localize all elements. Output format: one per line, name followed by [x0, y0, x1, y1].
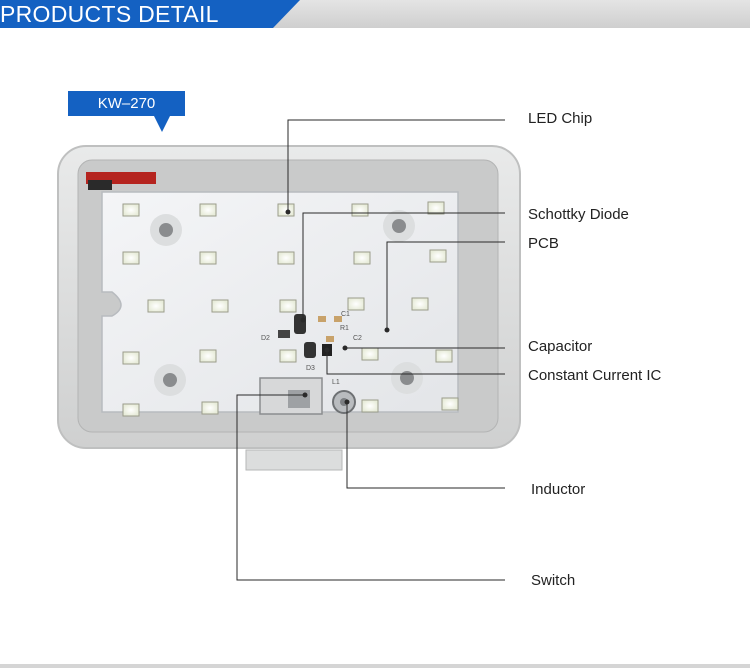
label-inductor: Inductor	[531, 481, 586, 498]
header-banner: PRODUCTS DETAIL	[0, 0, 750, 28]
leader-schottky-diode	[302, 212, 505, 320]
leader-inductor	[346, 402, 505, 489]
mounting-screws	[150, 210, 423, 396]
wire-black	[88, 180, 112, 190]
leader-pcb	[386, 241, 505, 330]
model-tag: KW–270	[68, 91, 185, 116]
switch-foot	[245, 449, 343, 471]
footer-divider	[0, 664, 750, 668]
silk-l1: L1	[332, 379, 340, 386]
silk-r1: R1	[340, 325, 349, 332]
silk-d2: D2	[261, 335, 270, 342]
silk-d3: D3	[306, 365, 315, 372]
label-switch: Switch	[531, 572, 576, 589]
silk-c1: C1	[341, 311, 350, 318]
header-blue-tab	[0, 0, 300, 28]
label-schottky-diode: Schottky Diode	[528, 206, 629, 223]
silk-c2: C2	[353, 335, 362, 342]
page-title: PRODUCTS DETAIL	[0, 1, 219, 27]
label-led-chip: LED Chip	[528, 110, 593, 127]
label-constant-current-ic: Constant Current IC	[528, 367, 662, 384]
label-pcb: PCB	[528, 235, 559, 252]
product-image: D2 D3 L1 C1 C2 R1	[57, 145, 521, 471]
leader-constant-current-ic	[326, 350, 505, 375]
leader-switch	[236, 394, 505, 581]
model-tag-pointer	[154, 116, 170, 132]
leader-led-chip	[287, 119, 505, 212]
label-capacitor: Capacitor	[528, 338, 593, 355]
